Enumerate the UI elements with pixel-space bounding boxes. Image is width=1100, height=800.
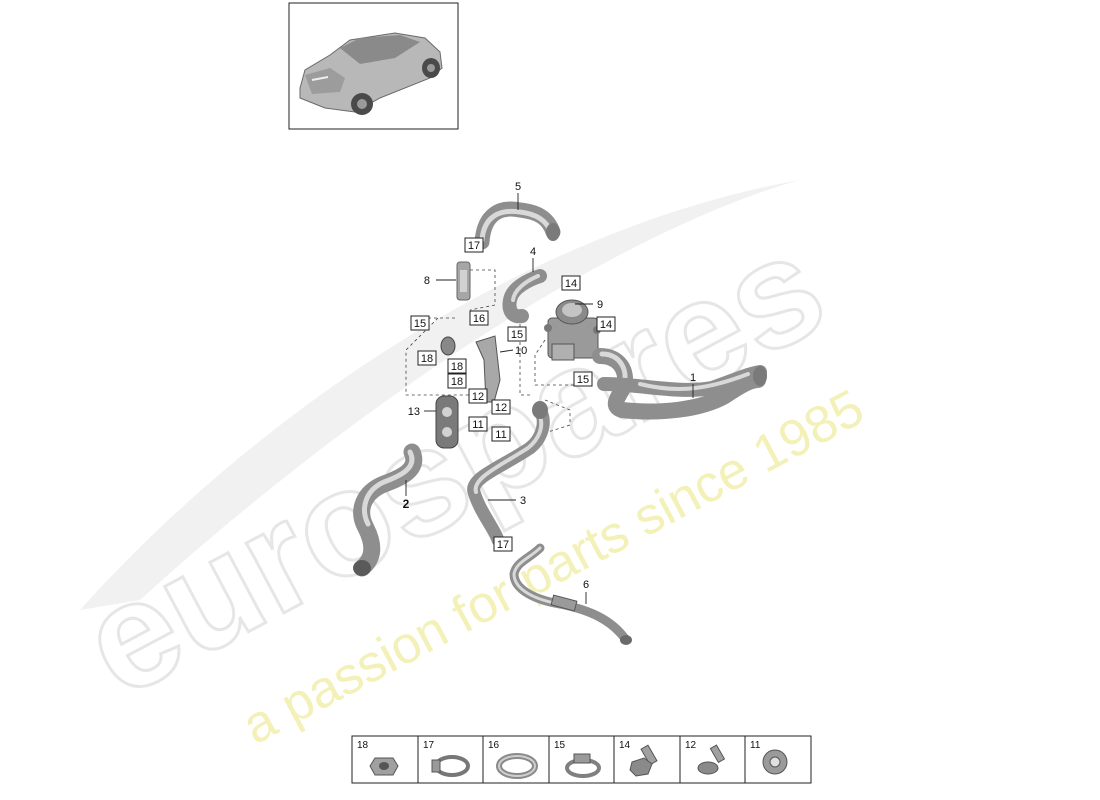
ref-tag-17-lower: 17 bbox=[493, 536, 513, 552]
vehicle-thumbnail bbox=[288, 2, 459, 130]
callout-2: 2 bbox=[403, 497, 410, 511]
ref-tag-16: 16 bbox=[469, 310, 489, 326]
worm-clamp-icon bbox=[565, 753, 601, 778]
legend-item-18: 18 bbox=[357, 740, 399, 776]
ref-tag-12-lower: 12 bbox=[491, 399, 511, 415]
svg-text:11: 11 bbox=[750, 740, 761, 751]
hose-4 bbox=[502, 269, 547, 324]
torx-bolt-icon bbox=[697, 744, 726, 775]
ref-tag-18-mid: 18 bbox=[447, 358, 467, 374]
ref-tag-14-upper: 14 bbox=[561, 275, 581, 291]
fastener-legend: 18 17 16 15 bbox=[351, 735, 812, 784]
suv-car-icon bbox=[299, 32, 443, 115]
callout-8: 8 bbox=[424, 275, 430, 287]
svg-text:18: 18 bbox=[451, 361, 463, 373]
ref-tag-18-left: 18 bbox=[417, 350, 437, 366]
svg-text:15: 15 bbox=[414, 318, 426, 330]
svg-text:18: 18 bbox=[357, 740, 369, 751]
svg-text:14: 14 bbox=[619, 740, 631, 751]
legend-item-16: 16 bbox=[488, 740, 538, 779]
ref-tag-17-upper: 17 bbox=[464, 237, 484, 253]
hose-2 bbox=[353, 443, 423, 577]
callout-6: 6 bbox=[583, 579, 589, 591]
callout-13: 13 bbox=[408, 406, 420, 418]
svg-text:17: 17 bbox=[468, 240, 480, 252]
svg-text:18: 18 bbox=[451, 376, 463, 388]
svg-text:15: 15 bbox=[554, 740, 566, 751]
ref-tag-15-mid: 15 bbox=[507, 326, 527, 342]
flange-nut-icon bbox=[369, 757, 399, 776]
hose-5 bbox=[474, 201, 561, 250]
ref-tag-15-right: 15 bbox=[573, 371, 593, 387]
parts-illustration: 5 4 8 9 10 1 13 2 3 6 17 14 15 16 15 bbox=[353, 181, 767, 645]
hex-bolt-icon bbox=[629, 744, 658, 777]
valve-9 bbox=[544, 299, 601, 380]
svg-text:16: 16 bbox=[473, 313, 485, 325]
svg-text:12: 12 bbox=[495, 402, 507, 414]
rubber-grommet-icon bbox=[762, 749, 788, 775]
svg-text:14: 14 bbox=[600, 319, 612, 331]
svg-text:12: 12 bbox=[685, 740, 697, 751]
band-clamp-icon bbox=[496, 753, 538, 779]
svg-text:14: 14 bbox=[565, 278, 577, 290]
hose-clamp-icon bbox=[431, 755, 470, 777]
svg-text:17: 17 bbox=[423, 740, 435, 751]
svg-text:11: 11 bbox=[495, 429, 506, 441]
ref-tag-18-low: 18 bbox=[447, 373, 467, 389]
ref-tag-14-right: 14 bbox=[596, 316, 616, 332]
ref-tag-11-right: 11 bbox=[491, 426, 511, 442]
svg-text:17: 17 bbox=[497, 539, 509, 551]
legend-item-11: 11 bbox=[750, 740, 788, 775]
svg-text:12: 12 bbox=[472, 391, 484, 403]
watermark-swoosh bbox=[80, 180, 800, 610]
callout-9: 9 bbox=[597, 299, 603, 311]
ref-tag-15-left: 15 bbox=[410, 315, 430, 331]
hose-3 bbox=[467, 401, 550, 547]
svg-text:16: 16 bbox=[488, 740, 500, 751]
svg-text:15: 15 bbox=[577, 374, 589, 386]
callout-3: 3 bbox=[520, 495, 526, 507]
ref-tag-12-upper: 12 bbox=[468, 388, 488, 404]
callout-4: 4 bbox=[530, 246, 536, 258]
legend-item-12: 12 bbox=[685, 740, 726, 775]
gasket-13 bbox=[435, 395, 459, 449]
pipe-6 bbox=[509, 543, 632, 645]
svg-text:15: 15 bbox=[511, 329, 523, 341]
connector-8 bbox=[456, 261, 471, 301]
callout-1: 1 bbox=[690, 372, 696, 384]
ref-tag-11-left: 11 bbox=[468, 416, 488, 432]
callout-5: 5 bbox=[515, 181, 521, 193]
hose-1 bbox=[592, 348, 767, 420]
callout-10: 10 bbox=[515, 345, 527, 357]
svg-text:18: 18 bbox=[421, 353, 433, 365]
legend-item-14: 14 bbox=[619, 740, 658, 777]
svg-text:11: 11 bbox=[472, 419, 483, 431]
legend-item-15: 15 bbox=[554, 740, 601, 778]
bracket-10 bbox=[440, 335, 501, 403]
legend-item-17: 17 bbox=[423, 740, 470, 777]
